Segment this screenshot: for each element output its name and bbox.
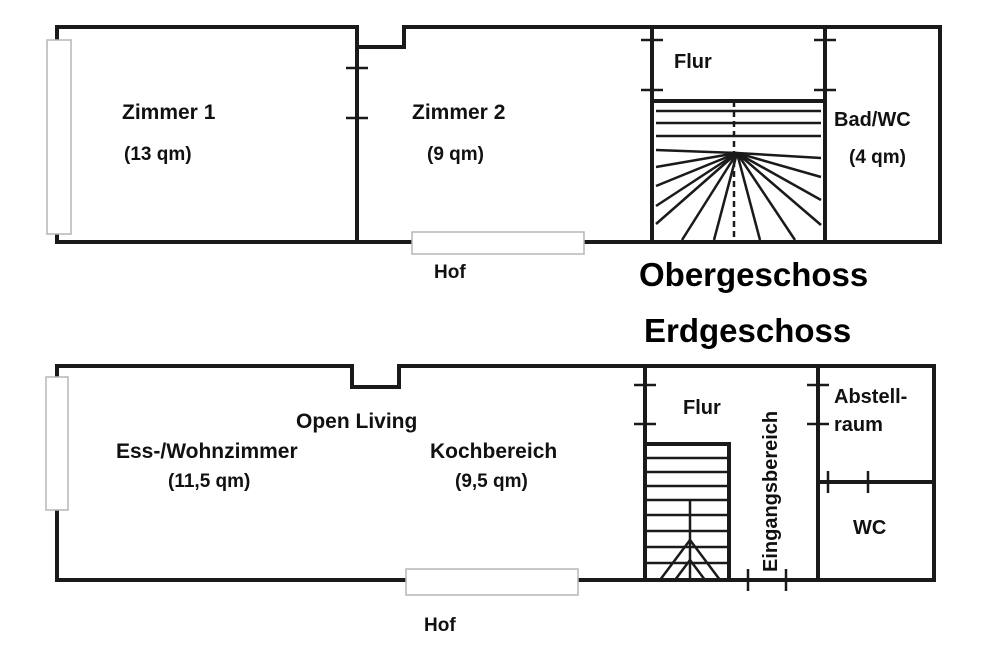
room-label-wohnzimmer: Ess-/Wohnzimmer xyxy=(116,440,298,463)
room-label-bad: Bad/WC xyxy=(834,109,911,131)
room-area-wohnzimmer: (11,5 qm) xyxy=(168,471,250,492)
ground-door-marks xyxy=(634,383,870,591)
room-label-kochbereich: Kochbereich xyxy=(430,440,557,463)
ground-window-left xyxy=(45,376,69,511)
room-area-zimmer-2: (9 qm) xyxy=(427,144,484,165)
heading-erdgeschoss: Erdgeschoss xyxy=(644,312,851,349)
upper-window-courtyard xyxy=(411,231,585,255)
room-label-eingangsbereich: Eingangsbereich xyxy=(760,411,782,572)
upper-window-left xyxy=(46,39,72,235)
ground-staircase xyxy=(645,456,729,581)
room-area-bad: (4 qm) xyxy=(849,147,906,168)
upper-staircase xyxy=(655,101,822,242)
open-living-label: Open Living xyxy=(296,410,417,433)
room-label-wc: WC xyxy=(853,517,886,539)
courtyard-label-upper: Hof xyxy=(434,262,466,283)
ground-outer-wall xyxy=(55,364,936,582)
room-label-abstellraum-line2: raum xyxy=(834,414,883,436)
room-label-zimmer-1: Zimmer 1 xyxy=(122,101,216,124)
room-area-kochbereich: (9,5 qm) xyxy=(455,471,528,492)
room-label-abstellraum-line1: Abstell- xyxy=(834,386,907,408)
room-label-flur-upper: Flur xyxy=(674,51,712,73)
ground-window-courtyard xyxy=(405,568,579,596)
room-area-zimmer-1: (13 qm) xyxy=(124,144,192,165)
room-label-flur-ground: Flur xyxy=(683,397,721,419)
upper-outer-wall xyxy=(55,25,942,244)
room-label-zimmer-2: Zimmer 2 xyxy=(412,101,505,124)
upper-door-marks xyxy=(346,38,836,120)
upper-floor-plan: Zimmer 1 (13 qm) Zimmer 2 (9 qm) Flur Ba… xyxy=(46,25,942,283)
ground-floor-plan: Open Living Ess-/Wohnzimmer (11,5 qm) Ko… xyxy=(45,364,936,636)
heading-obergeschoss: Obergeschoss xyxy=(639,256,868,293)
courtyard-label-ground: Hof xyxy=(424,615,456,636)
